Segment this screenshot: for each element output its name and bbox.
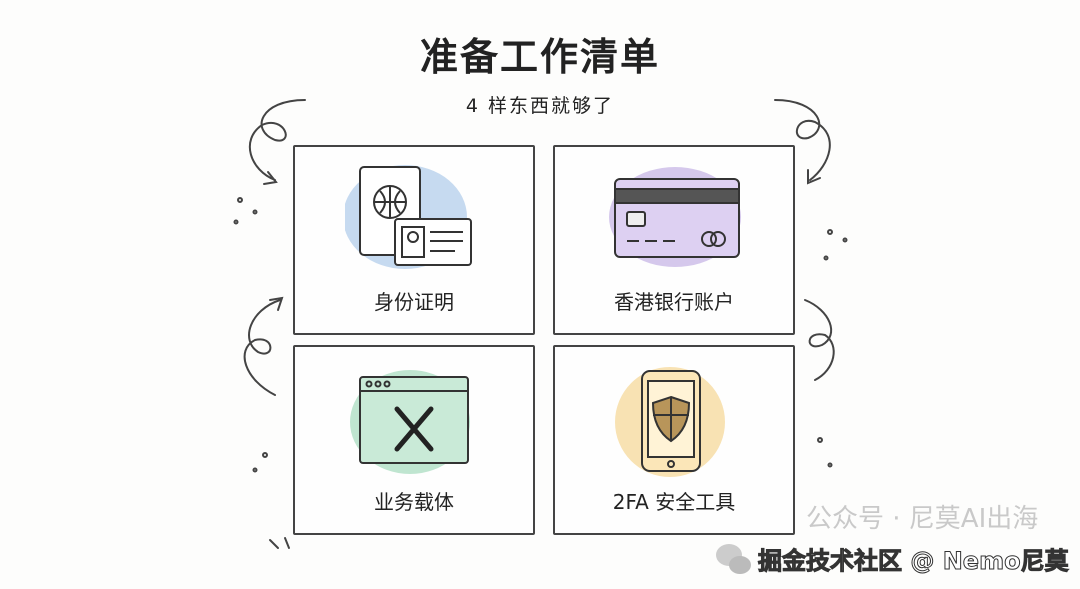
page-subtitle: 4 样东西就够了 (465, 95, 615, 117)
card-label: 香港银行账户 (614, 290, 734, 314)
wechat-icon (716, 544, 751, 574)
card-label: 身份证明 (374, 290, 454, 314)
card-label: 2FA 安全工具 (612, 490, 736, 514)
card-bank-account: 香港银行账户 (553, 145, 795, 335)
page-title: 准备工作清单 (419, 35, 660, 79)
passport-id-card-icon (345, 165, 472, 269)
watermark-official-account: 公众号 · 尼莫AI出海 (806, 504, 1039, 534)
card-label: 业务载体 (374, 490, 454, 514)
watermark-juejin: 掘金技术社区 @ Nemo尼莫 (758, 547, 1070, 576)
card-identity: 身份证明 (293, 145, 535, 335)
card-2fa-tool: 2FA 安全工具 (553, 345, 795, 535)
x-logo-icon (394, 406, 434, 452)
bank-card-icon (609, 167, 741, 267)
phone-shield-icon (615, 367, 725, 477)
x-browser-window-icon (350, 370, 470, 474)
card-business-carrier: 业务载体 (293, 345, 535, 535)
